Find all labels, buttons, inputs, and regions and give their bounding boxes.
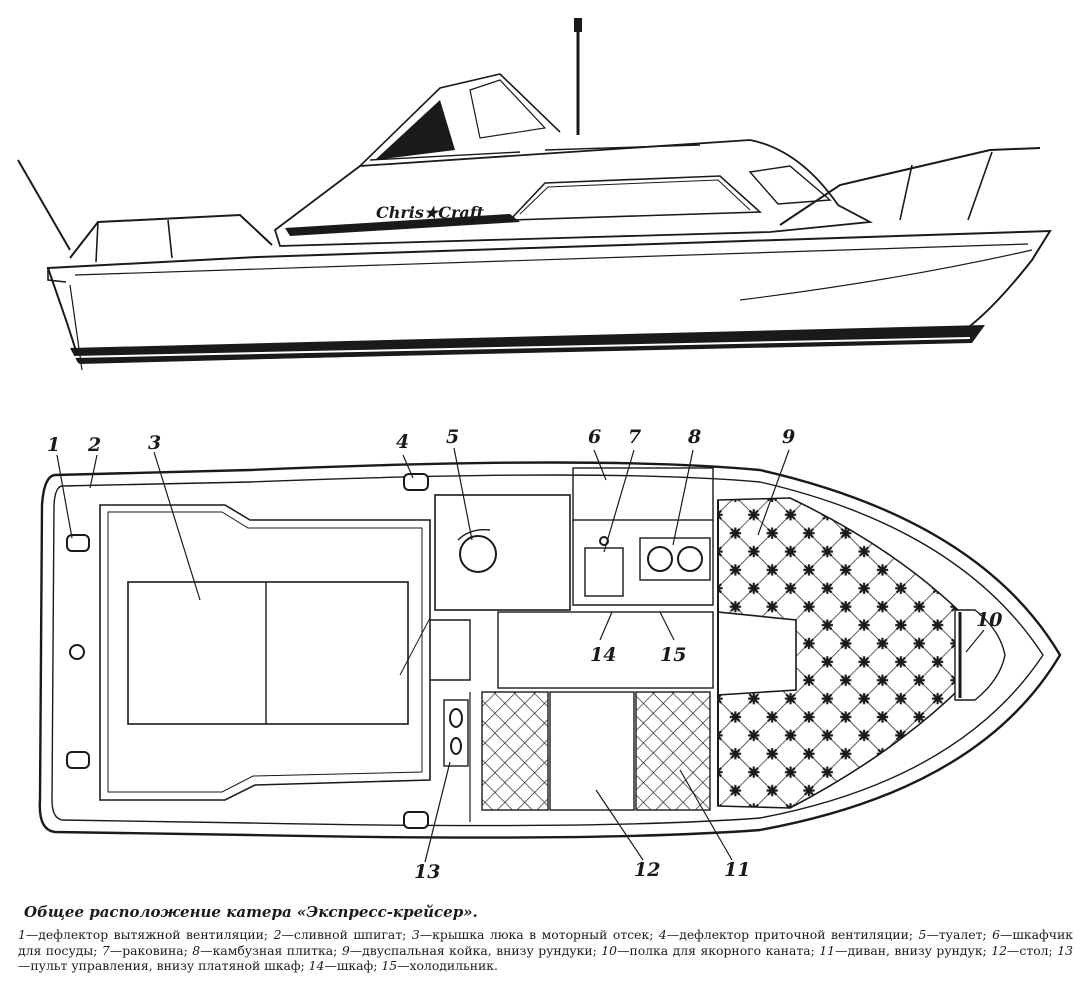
control-console bbox=[443, 699, 469, 767]
callout-3: 3 bbox=[148, 432, 161, 454]
galley-cupboard bbox=[572, 467, 714, 521]
legend-item-number: 1 bbox=[18, 927, 26, 942]
callout-14: 14 bbox=[590, 644, 616, 666]
legend-item-number: 15 bbox=[381, 958, 398, 973]
legend-item-text: шкаф; bbox=[336, 958, 378, 973]
settee-right bbox=[635, 691, 711, 811]
callout-11: 11 bbox=[724, 859, 750, 881]
caption-title: Общее расположение катера «Экспресс-крей… bbox=[24, 903, 478, 921]
legend-item-number: 14 bbox=[308, 958, 325, 973]
callout-7: 7 bbox=[628, 426, 641, 448]
boat-drawing: Chris★Craft bbox=[17, 18, 1062, 883]
callout-13: 13 bbox=[414, 861, 440, 883]
legend-item-text: полка для якорного каната; bbox=[629, 942, 815, 958]
logo-text: Chris★Craft bbox=[376, 203, 485, 222]
callout-labels: 1 2 3 4 5 6 7 8 9 10 11 12 13 14 15 bbox=[47, 426, 1002, 883]
legend-item-number: 4 bbox=[658, 927, 667, 942]
legend-item-text: дефлектор приточной вентиляции; bbox=[679, 927, 914, 942]
callout-12: 12 bbox=[634, 859, 660, 881]
bow-rail bbox=[779, 147, 1041, 226]
legend-item-number: 11 bbox=[819, 942, 836, 958]
callout-4: 4 bbox=[396, 431, 409, 453]
callout-15: 15 bbox=[660, 644, 686, 666]
settee-left bbox=[481, 691, 549, 811]
wardrobe bbox=[497, 611, 714, 689]
callout-6: 6 bbox=[588, 426, 601, 448]
legend-item-number: 9 bbox=[341, 942, 350, 958]
legend-item-text: туалет; bbox=[938, 927, 987, 942]
legend-item-number: 2 bbox=[273, 927, 282, 942]
legend-item-text: раковина; bbox=[122, 942, 188, 958]
windshield bbox=[359, 73, 561, 167]
side-view: Chris★Craft bbox=[17, 18, 1052, 371]
legend-item-text: двуспальная койка, внизу рундуки; bbox=[362, 942, 597, 958]
intake-deflector bbox=[403, 473, 429, 491]
cabin-window bbox=[508, 175, 763, 221]
legend-item-text: диван, внизу рундук; bbox=[847, 942, 987, 958]
legend-item-text: шкафчик для посуды; bbox=[18, 927, 1073, 958]
plan-view bbox=[38, 447, 1062, 863]
legend-item-text: пульт управления, внизу платяной шкаф; bbox=[30, 958, 305, 973]
legend-item-text: дефлектор вытяжной вентиляции; bbox=[38, 927, 269, 942]
legend-item-number: 13 bbox=[1057, 942, 1073, 958]
figure-caption: Общее расположение катера «Экспресс-крей… bbox=[18, 903, 1073, 974]
legend-item-number: 8 bbox=[192, 942, 201, 958]
callout-1: 1 bbox=[47, 434, 60, 456]
legend-item-number: 12 bbox=[991, 942, 1008, 958]
legend-item-text: стол; bbox=[1019, 942, 1053, 958]
legend-item-text: камбузная плитка; bbox=[212, 942, 338, 958]
legend-item-text: холодильник. bbox=[409, 958, 498, 973]
callout-8: 8 bbox=[687, 426, 701, 448]
table bbox=[549, 691, 635, 811]
toilet-compartment bbox=[434, 494, 571, 611]
toilet bbox=[459, 535, 497, 573]
engine-hatch bbox=[127, 581, 409, 725]
cockpit bbox=[99, 504, 431, 801]
legend-item-number: 6 bbox=[992, 927, 1001, 942]
legend-item-number: 3 bbox=[411, 927, 420, 942]
caption-legend: 1—дефлектор вытяжной вентиляции; 2—сливн… bbox=[18, 927, 1073, 973]
callout-2: 2 bbox=[87, 434, 101, 456]
exhaust-deflector bbox=[66, 534, 90, 552]
legend-item-text: крышка люка в моторный отсек; bbox=[432, 927, 654, 942]
waterline-stripe bbox=[70, 325, 985, 363]
aft-rail bbox=[69, 213, 273, 259]
callout-10: 10 bbox=[976, 609, 1002, 631]
callout-9: 9 bbox=[782, 426, 795, 448]
anchor-locker bbox=[954, 609, 1006, 701]
legend-item-number: 7 bbox=[101, 942, 110, 958]
callout-5: 5 bbox=[446, 426, 459, 448]
boat-drawing-svg: Chris★Craft bbox=[17, 18, 1062, 883]
sink bbox=[584, 547, 624, 597]
legend-item-number: 10 bbox=[601, 942, 618, 958]
legend-item-number: 5 bbox=[918, 927, 927, 942]
legend-item-text: сливной шпигат; bbox=[293, 927, 407, 942]
